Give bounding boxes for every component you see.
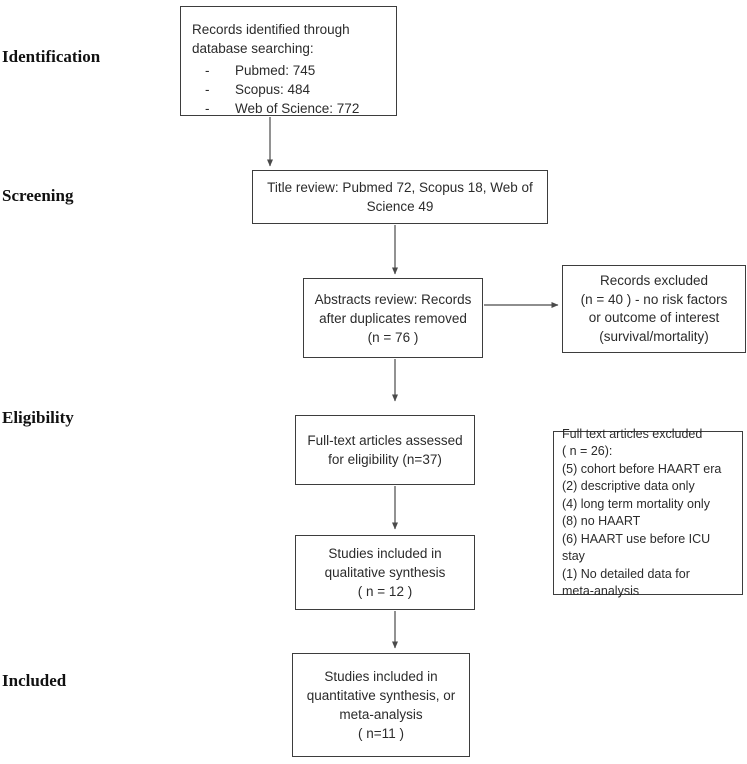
list-dash: - [205, 82, 210, 97]
stage-label-eligibility: Eligibility [2, 408, 74, 427]
title-review-text: Title review: Pubmed 72, Scopus 18, Web … [267, 180, 533, 214]
abstracts-review-text: Abstracts review: Records after duplicat… [314, 291, 472, 345]
stage-label-included: Included [2, 671, 67, 690]
box-records-identified: Records identified through database sear… [180, 6, 397, 116]
box-qualitative-synthesis: Studies included in qualitative synthesi… [295, 535, 475, 610]
stage-label-screening: Screening [2, 186, 74, 205]
list-item-text: Pubmed: 745 [235, 63, 316, 78]
full-text-excluded-text: Full text articles excluded ( n = 26): (… [562, 426, 722, 599]
list-item-text: Scopus: 484 [235, 82, 311, 97]
list-dash: - [205, 101, 210, 116]
list-item: - Scopus: 484 [181, 80, 396, 99]
box-title-review: Title review: Pubmed 72, Scopus 18, Web … [252, 170, 548, 224]
qualitative-synthesis-text: Studies included in qualitative synthesi… [324, 546, 446, 599]
list-item-text: Web of Science: 772 [235, 101, 360, 116]
list-item: - Web of Science: 772 [181, 99, 396, 118]
records-identified-list: - Pubmed: 745 - Scopus: 484 - Web of Sci… [181, 61, 396, 118]
list-item: - Pubmed: 745 [181, 61, 396, 80]
box-quantitative-synthesis: Studies included in quantitative synthes… [292, 653, 470, 757]
list-dash: - [205, 63, 210, 78]
box-records-excluded: Records excluded (n = 40 ) - no risk fac… [562, 265, 746, 353]
box-full-text-assessed: Full-text articles assessed for eligibil… [295, 415, 475, 485]
records-identified-heading: Records identified through database sear… [192, 22, 350, 56]
stage-label-identification: Identification [2, 47, 101, 66]
full-text-assessed-text: Full-text articles assessed for eligibil… [307, 433, 463, 467]
records-excluded-text: Records excluded (n = 40 ) - no risk fac… [580, 273, 728, 344]
quantitative-synthesis-text: Studies included in quantitative synthes… [306, 669, 456, 741]
box-abstracts-review: Abstracts review: Records after duplicat… [303, 278, 483, 358]
box-full-text-excluded: Full text articles excluded ( n = 26): (… [553, 427, 743, 598]
